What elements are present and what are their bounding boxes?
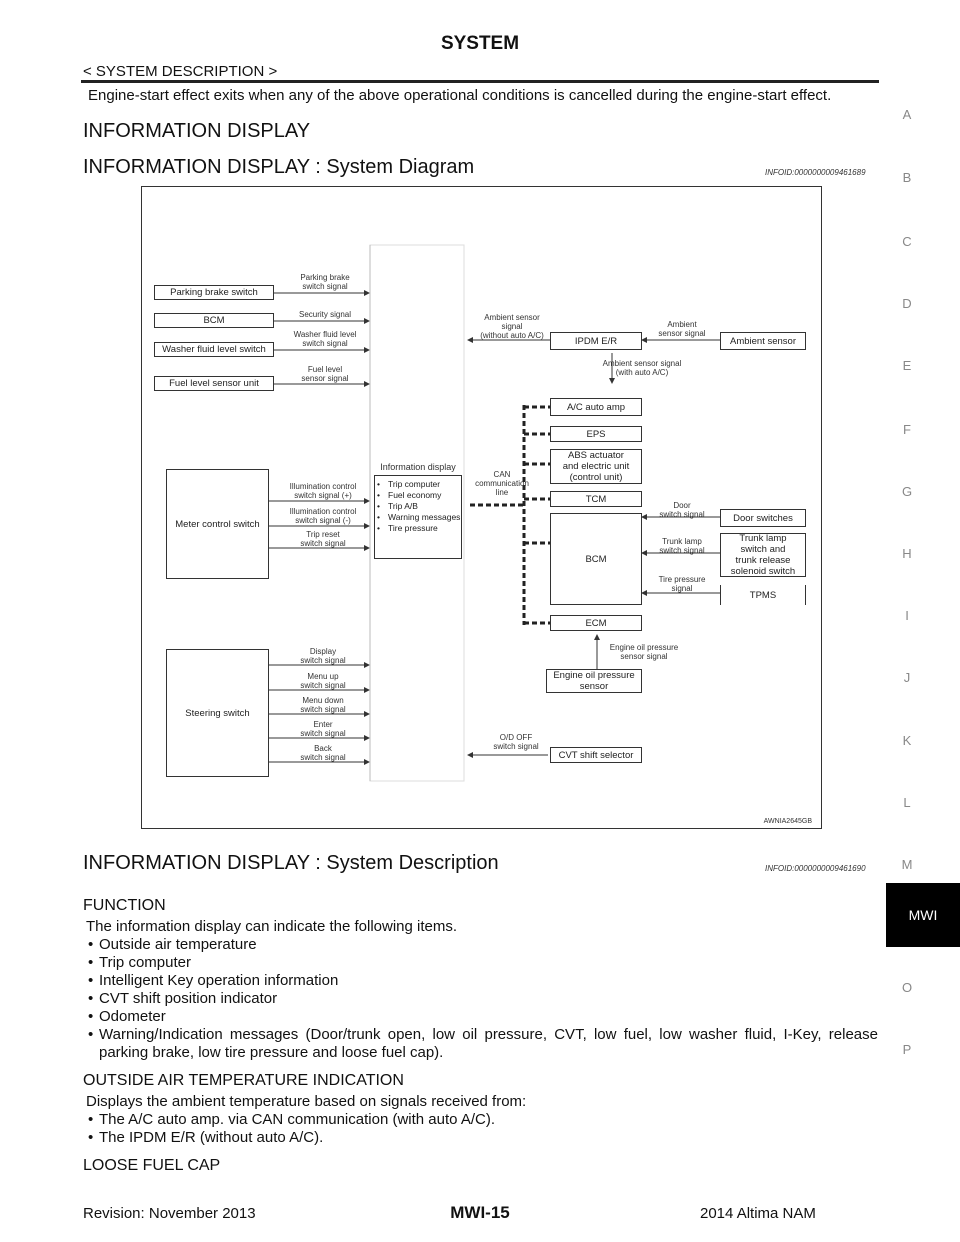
list-item: Trip computer <box>86 954 878 972</box>
oil-pressure-signal-label: Engine oil pressure sensor signal <box>609 643 679 661</box>
desc-infoid: INFOID:0000000009461690 <box>765 864 866 873</box>
info-item: Fuel economy <box>375 490 461 501</box>
parking-brake-signal-label: Parking brake switch signal <box>300 273 350 291</box>
trip-reset-signal-label: Trip reset switch signal <box>300 530 346 548</box>
list-item: Outside air temperature <box>86 936 878 954</box>
od-off-signal-label: O/D OFF switch signal <box>493 733 539 751</box>
info-item: Tire pressure <box>375 523 461 534</box>
illum-plus-signal-label: Illumination control switch signal (+) <box>289 482 357 500</box>
menu-down-signal-label: Menu down switch signal <box>300 696 346 714</box>
ipdm-er-box: IPDM E/R <box>550 332 642 350</box>
list-item: Warning/Indication messages (Door/trunk … <box>86 1026 878 1062</box>
outside-air-list: The A/C auto amp. via CAN communication … <box>86 1111 878 1147</box>
info-item: Trip A/B <box>375 501 461 512</box>
page-header-title: SYSTEM <box>440 33 520 54</box>
system-diagram: Parking brake switch BCM Washer fluid le… <box>141 186 822 829</box>
fuel-signal-label: Fuel level sensor signal <box>301 365 349 383</box>
function-heading: FUNCTION <box>83 897 166 914</box>
list-item: The IPDM E/R (without auto A/C). <box>86 1129 878 1147</box>
ambient-sensor-box: Ambient sensor <box>720 332 806 350</box>
side-index-j[interactable]: J <box>903 670 911 685</box>
info-display-title: Information display <box>380 462 456 472</box>
function-list: Outside air temperature Trip computer In… <box>86 936 878 1062</box>
door-switches-box: Door switches <box>720 509 806 527</box>
bcm-box: BCM <box>154 313 274 328</box>
abs-actuator-box: ABS actuator and electric unit (control … <box>550 449 642 484</box>
ambient-with-ac-signal-label: Ambient sensor signal (with auto A/C) <box>602 359 682 377</box>
list-item: Intelligent Key operation information <box>86 972 878 990</box>
side-index-mwi-tab[interactable]: MWI <box>886 883 960 947</box>
list-item: The A/C auto amp. via CAN communication … <box>86 1111 878 1129</box>
info-display-box: Trip computer Fuel economy Trip A/B Warn… <box>374 475 462 559</box>
outside-air-intro: Displays the ambient temperature based o… <box>86 1093 527 1110</box>
diagram-lines <box>269 244 720 782</box>
diagram-code: AWNIA2645GB <box>763 818 812 825</box>
list-item: CVT shift position indicator <box>86 990 878 1008</box>
footer-page-number: MWI-15 <box>450 1203 510 1222</box>
washer-fluid-switch-box: Washer fluid level switch <box>154 342 274 357</box>
ac-auto-amp-box: A/C auto amp <box>550 398 642 416</box>
info-item: Trip computer <box>375 479 461 490</box>
info-display-items: Trip computer Fuel economy Trip A/B Warn… <box>375 476 461 534</box>
side-index-h[interactable]: H <box>902 546 912 561</box>
back-signal-label: Back switch signal <box>300 744 346 762</box>
header-rule <box>81 80 879 83</box>
loose-fuel-cap-heading: LOOSE FUEL CAP <box>83 1157 221 1174</box>
washer-signal-label: Washer fluid level switch signal <box>293 330 357 348</box>
tire-pressure-signal-label: Tire pressure signal <box>658 575 706 593</box>
steering-switch-box: Steering switch <box>166 649 269 777</box>
info-item: Warning messages <box>375 512 461 523</box>
intro-paragraph: Engine-start effect exits when any of th… <box>88 87 832 104</box>
engine-oil-pressure-sensor-box: Engine oil pressure sensor <box>546 669 642 693</box>
diagram-section-title: INFORMATION DISPLAY : System Diagram <box>83 156 475 178</box>
can-line-label: CAN communication line <box>475 470 529 497</box>
side-index-b[interactable]: B <box>902 170 912 185</box>
side-index-c[interactable]: C <box>902 234 912 249</box>
side-index-g[interactable]: G <box>901 484 913 499</box>
ambient-sensor-signal-label: Ambient sensor signal <box>658 320 706 338</box>
section-breadcrumb: < SYSTEM DESCRIPTION > <box>83 63 278 80</box>
side-index-d[interactable]: D <box>902 296 912 311</box>
function-intro: The information display can indicate the… <box>86 918 458 935</box>
ecm-box: ECM <box>550 615 642 631</box>
side-index-m[interactable]: M <box>901 857 913 872</box>
trunk-signal-label: Trunk lamp switch signal <box>659 537 705 555</box>
meter-control-switch-box: Meter control switch <box>166 469 269 579</box>
door-signal-label: Door switch signal <box>659 501 705 519</box>
side-index-f[interactable]: F <box>903 422 911 437</box>
fuel-level-sensor-box: Fuel level sensor unit <box>154 376 274 391</box>
tcm-box: TCM <box>550 491 642 507</box>
trunk-lamp-switch-box: Trunk lamp switch and trunk release sole… <box>720 533 806 577</box>
side-index-i[interactable]: I <box>905 608 909 623</box>
side-index-p[interactable]: P <box>902 1042 912 1057</box>
bcm-right-box: BCM <box>550 513 642 605</box>
outside-air-heading: OUTSIDE AIR TEMPERATURE INDICATION <box>83 1072 404 1089</box>
footer-revision: Revision: November 2013 <box>83 1205 256 1222</box>
security-signal-label: Security signal <box>298 310 352 319</box>
enter-signal-label: Enter switch signal <box>300 720 346 738</box>
display-signal-label: Display switch signal <box>300 647 346 665</box>
footer-model: 2014 Altima NAM <box>700 1205 816 1222</box>
desc-section-title: INFORMATION DISPLAY : System Description <box>83 852 499 874</box>
cvt-shift-selector-box: CVT shift selector <box>550 747 642 763</box>
side-index-k[interactable]: K <box>902 733 912 748</box>
illum-minus-signal-label: Illumination control switch signal (-) <box>289 507 357 525</box>
section-title: INFORMATION DISPLAY <box>83 120 311 142</box>
side-index-e[interactable]: E <box>902 358 912 373</box>
menu-up-signal-label: Menu up switch signal <box>300 672 346 690</box>
parking-brake-switch-box: Parking brake switch <box>154 285 274 300</box>
side-index-o[interactable]: O <box>901 980 913 995</box>
side-index-a[interactable]: A <box>902 107 912 122</box>
tpms-box: TPMS <box>720 585 806 605</box>
diagram-infoid: INFOID:0000000009461689 <box>765 168 866 177</box>
ambient-no-ac-signal-label: Ambient sensor signal (without auto A/C) <box>480 313 544 340</box>
list-item: Odometer <box>86 1008 878 1026</box>
side-index-l[interactable]: L <box>903 795 911 810</box>
eps-box: EPS <box>550 426 642 442</box>
